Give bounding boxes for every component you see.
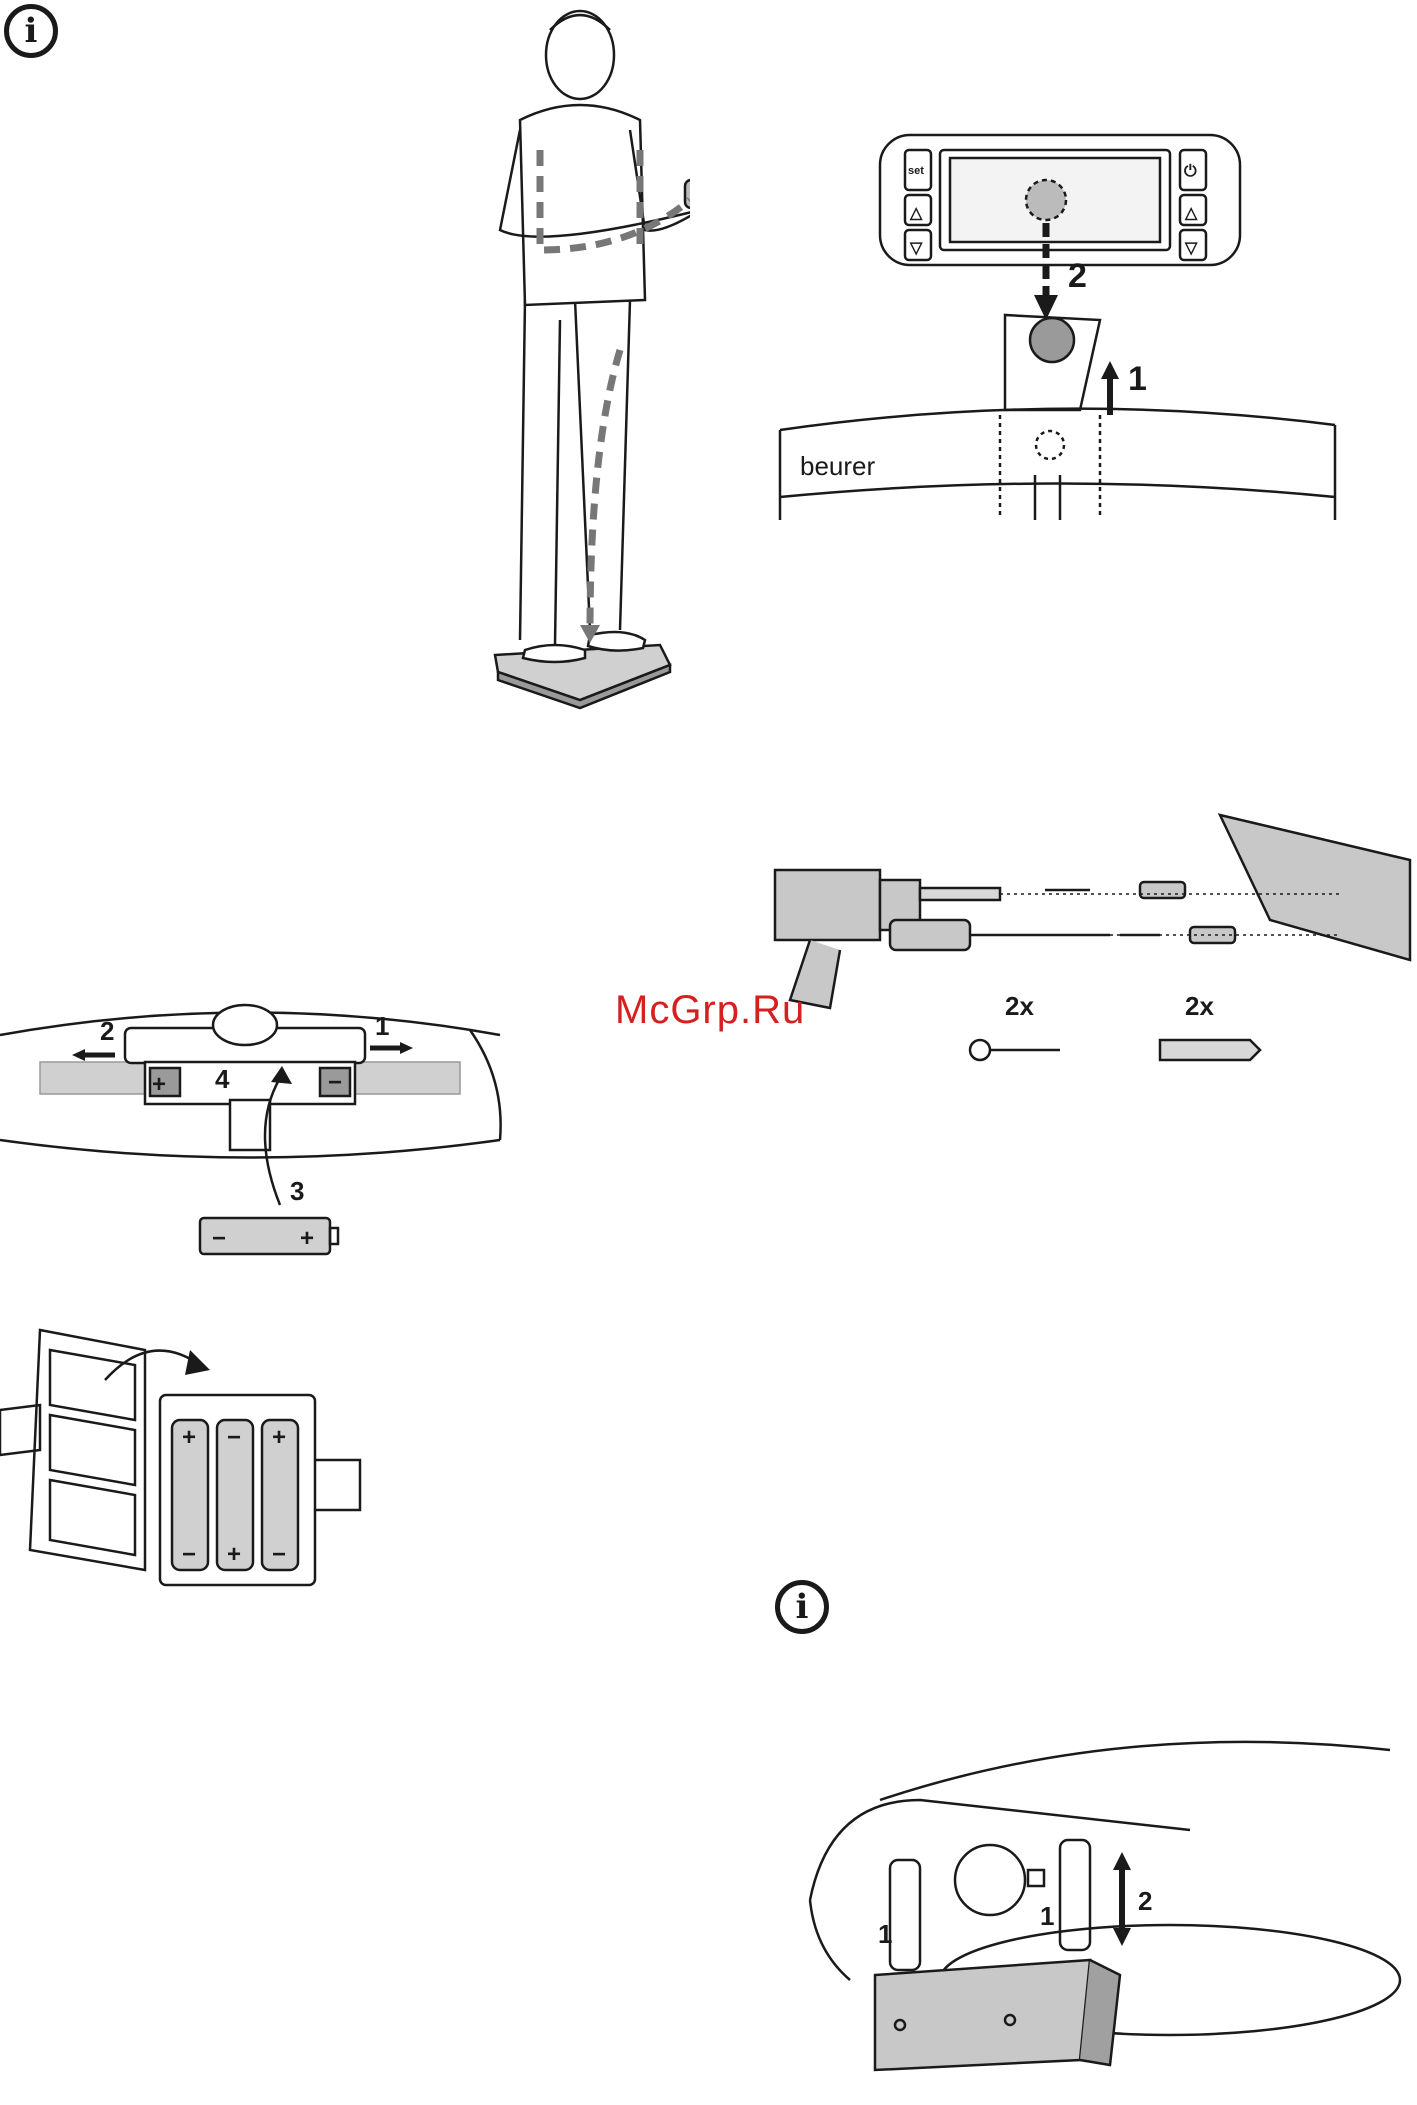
info-icon: i — [4, 4, 58, 58]
battery-strip-figure: 2 1 3 4 + − − + — [0, 1000, 510, 1270]
step-1-label: 1 — [375, 1011, 389, 1041]
step-1-right-label: 1 — [1040, 1901, 1054, 1931]
watermark: McGrp.Ru — [615, 988, 805, 1033]
plus-sign-1: + — [182, 1424, 196, 1451]
down-arrow-icon-right: ▽ — [1184, 240, 1198, 257]
minus-sign-1: − — [182, 1541, 196, 1568]
minus-sign-3: − — [272, 1541, 286, 1568]
person-on-scale-figure — [480, 0, 690, 720]
dowel-count-label: 2x — [1185, 991, 1214, 1021]
step-2-label: 2 — [1068, 257, 1087, 295]
up-arrow-icon-left: △ — [909, 205, 923, 222]
display-removal-figure: set ⏻ △ ▽ △ ▽ 2 1 beurer — [770, 125, 1340, 545]
screw-count-label: 2x — [1005, 991, 1034, 1021]
battery-plus-sign: + — [300, 1225, 314, 1252]
step-1-label: 1 — [1128, 360, 1147, 398]
up-arrow-icon-right: △ — [1184, 205, 1198, 222]
battery-minus-sign: − — [212, 1225, 226, 1252]
brand-logo: beurer — [800, 451, 875, 481]
wall-mount-figure: 2x 2x — [770, 800, 1417, 1100]
step-2-label: 2 — [100, 1016, 114, 1046]
step-3-label: 3 — [290, 1176, 304, 1206]
step-1-left-label: 1 — [878, 1919, 892, 1949]
info-icon-2: i — [775, 1580, 829, 1634]
minus-sign: − — [328, 1069, 342, 1096]
plus-sign: + — [152, 1071, 166, 1098]
down-arrow-icon-left: ▽ — [909, 240, 923, 257]
power-icon: ⏻ — [1184, 163, 1197, 180]
step-2-label: 2 — [1138, 1886, 1152, 1916]
plus-sign-3: + — [272, 1424, 286, 1451]
bracket-attach-figure: 1 1 2 — [770, 1720, 1410, 2090]
minus-sign-2: − — [227, 1424, 241, 1451]
set-button-label: set — [908, 165, 924, 177]
plus-sign-2: + — [227, 1541, 241, 1568]
step-4-label: 4 — [215, 1064, 230, 1094]
battery-box-figure: + − + − + − — [0, 1320, 380, 1600]
